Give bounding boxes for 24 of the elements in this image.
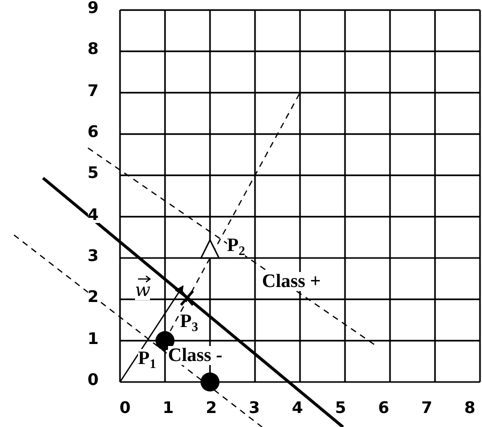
axis-tick-label: 0 (120, 400, 131, 416)
axis-tick-label: 9 (88, 0, 99, 16)
axis-tick-label: 2 (206, 400, 217, 416)
point-label: P$_{2}$ (227, 236, 246, 257)
axis-tick-label: 8 (88, 41, 99, 58)
axis-tick-label: 5 (88, 165, 99, 182)
axis-tick-label: 6 (88, 124, 99, 140)
axis-tick-label: 7 (88, 82, 99, 99)
axis-tick-label: 1 (162, 400, 174, 416)
vector-label: w (135, 275, 150, 300)
class-label: Class + (262, 272, 321, 291)
axis-tick-label: 5 (335, 400, 346, 416)
axis-tick-label: 8 (464, 400, 476, 416)
point-label: P$_{1}$ (138, 349, 156, 370)
axis-tick-label: 4 (292, 400, 304, 416)
axis-tick-label: 0 (88, 372, 99, 388)
axis-tick-label: 6 (378, 400, 390, 416)
axis-tick-label: 1 (88, 330, 99, 347)
class-label: Class - (168, 346, 222, 365)
axis-tick-label: 7 (421, 400, 432, 416)
axis-tick-label: 3 (88, 248, 99, 264)
point-label: P$_{3}$ (180, 312, 198, 333)
axis-tick-label: 4 (88, 206, 99, 223)
axis-tick-label: 3 (248, 400, 260, 416)
